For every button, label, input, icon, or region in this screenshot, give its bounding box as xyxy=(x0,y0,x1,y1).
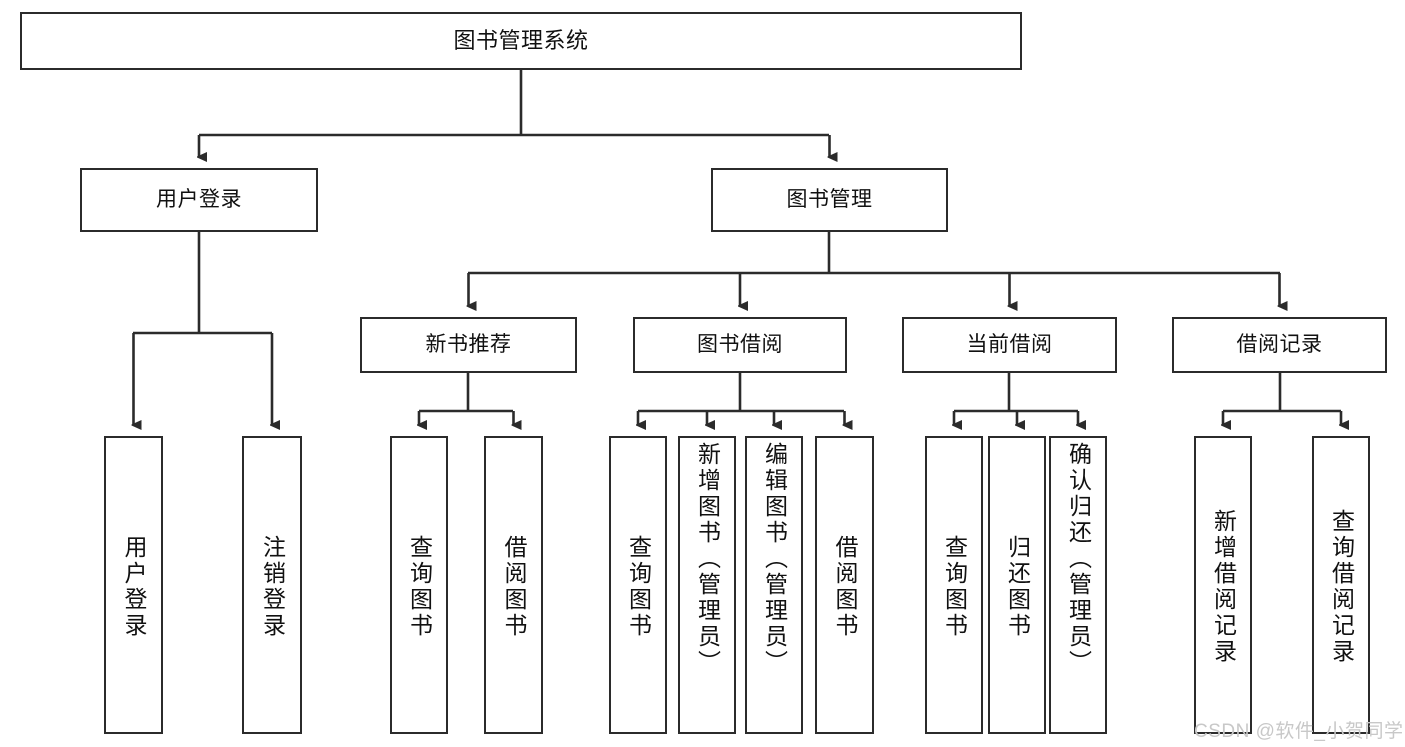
node-label: 用户登录 xyxy=(121,535,147,639)
node-leaf-query-book-3[interactable]: 查询图书 xyxy=(925,436,983,734)
node-leaf-query-book-1[interactable]: 查询图书 xyxy=(390,436,448,734)
node-leaf-query-book-2[interactable]: 查询图书 xyxy=(609,436,667,734)
node-leaf-add-record[interactable]: 新增借阅记录 xyxy=(1194,436,1252,734)
node-label: 查询图书 xyxy=(406,535,433,639)
node-current-borrow[interactable]: 当前借阅 xyxy=(902,317,1117,373)
node-label: 新增借阅记录 xyxy=(1210,509,1237,665)
node-new-book-rec[interactable]: 新书推荐 xyxy=(360,317,577,373)
node-leaf-query-record[interactable]: 查询借阅记录 xyxy=(1312,436,1370,734)
node-label: 新增图书（管理员） xyxy=(694,442,721,676)
node-label: 借阅图书 xyxy=(501,535,527,639)
node-label: 查询图书 xyxy=(941,535,968,639)
node-leaf-edit-book[interactable]: 编辑图书（管理员） xyxy=(745,436,803,734)
node-label: 确认归还（管理员） xyxy=(1065,442,1092,676)
node-book-manage[interactable]: 图书管理 xyxy=(711,168,948,232)
node-label: 图书管理 xyxy=(786,187,873,211)
node-label: 图书借阅 xyxy=(697,332,783,356)
node-user-login[interactable]: 用户登录 xyxy=(80,168,318,232)
node-leaf-borrow-book-2[interactable]: 借阅图书 xyxy=(815,436,874,734)
node-root[interactable]: 图书管理系统 xyxy=(20,12,1022,70)
node-label: 新书推荐 xyxy=(425,332,512,356)
node-leaf-logout[interactable]: 注销登录 xyxy=(242,436,302,734)
node-borrow-record[interactable]: 借阅记录 xyxy=(1172,317,1387,373)
node-label: 用户登录 xyxy=(156,187,242,211)
node-leaf-user-login[interactable]: 用户登录 xyxy=(104,436,163,734)
node-label: 查询图书 xyxy=(625,535,652,639)
node-label: 注销登录 xyxy=(259,535,286,639)
node-label: 借阅图书 xyxy=(832,535,858,639)
node-label: 当前借阅 xyxy=(966,332,1053,356)
node-leaf-borrow-book-1[interactable]: 借阅图书 xyxy=(484,436,543,734)
csdn-watermark: CSDN @软件_小贺同学 xyxy=(1194,721,1404,742)
node-label: 图书管理系统 xyxy=(453,28,589,54)
node-label: 查询借阅记录 xyxy=(1328,509,1355,665)
node-label: 编辑图书（管理员） xyxy=(761,442,788,676)
node-label: 归还图书 xyxy=(1004,535,1031,639)
node-book-borrow[interactable]: 图书借阅 xyxy=(633,317,847,373)
node-label: 借阅记录 xyxy=(1236,332,1323,356)
node-leaf-confirm-return[interactable]: 确认归还（管理员） xyxy=(1049,436,1107,734)
node-leaf-return-book[interactable]: 归还图书 xyxy=(988,436,1046,734)
node-leaf-add-book[interactable]: 新增图书（管理员） xyxy=(678,436,736,734)
